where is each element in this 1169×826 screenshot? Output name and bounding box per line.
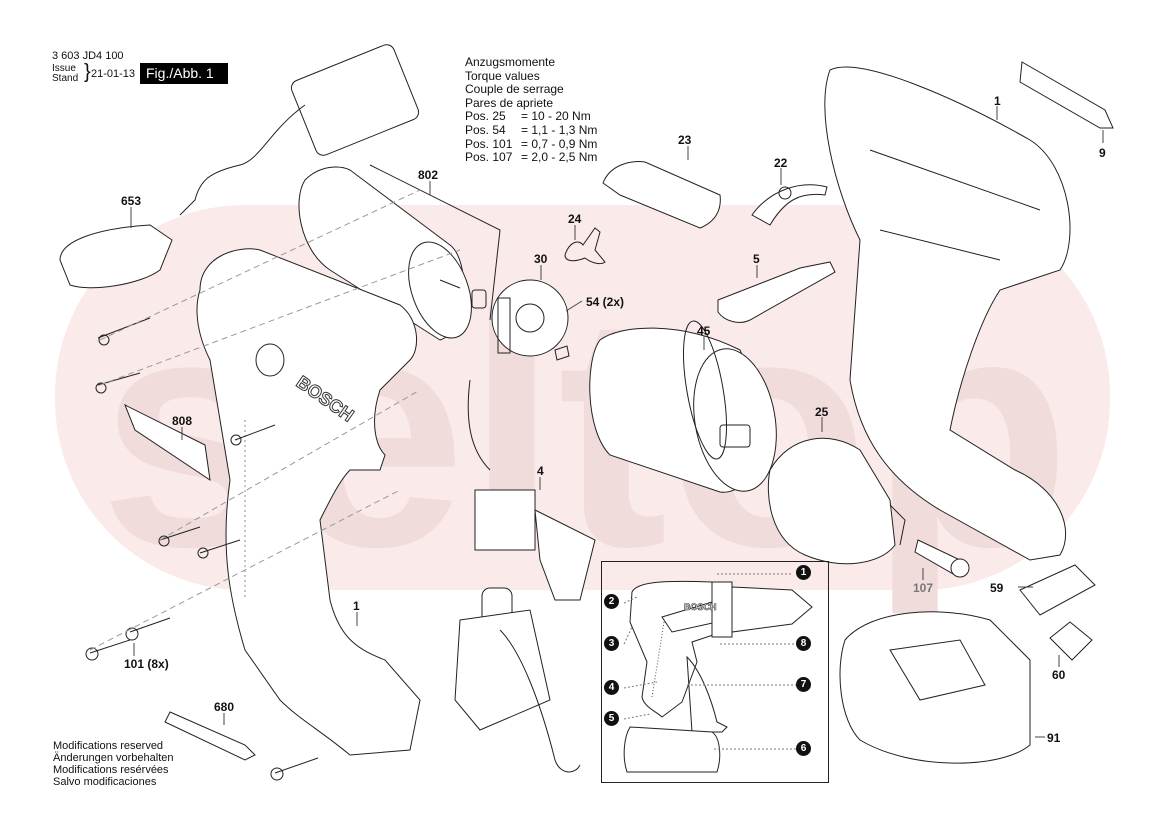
callout-4: 4	[604, 680, 619, 695]
clip-24	[565, 228, 605, 264]
gearbox-45	[590, 318, 787, 498]
issue-date: 21-01-13	[91, 68, 136, 80]
cover-23	[603, 162, 720, 228]
battery-91	[840, 612, 1030, 763]
callout-6: 6	[796, 741, 811, 756]
torque-value: = 1,1 - 1,3 Nm	[521, 122, 598, 137]
part-label-107: 107	[913, 581, 934, 595]
housing-left-half: BOSCH	[197, 249, 420, 755]
part-label-101: 101 (8x)	[124, 657, 169, 671]
motor-802	[299, 165, 500, 347]
note-fr: Modifications resérvées	[53, 764, 169, 776]
torque-row: Pos. 107 = 2,0 - 2,5 Nm	[465, 151, 597, 165]
part-label-5: 5	[753, 252, 760, 266]
modifications-notice: Modifications reserved Änderungen vorbeh…	[53, 740, 173, 788]
switch-4	[455, 380, 595, 772]
torque-position: Pos. 101	[465, 136, 513, 151]
part-label-24: 24	[568, 212, 582, 226]
part-label-30: 30	[534, 252, 548, 266]
part-label-60: 60	[1052, 668, 1066, 682]
torque-position: Pos. 54	[465, 122, 506, 137]
torque-title-de: Anzugsmomente	[465, 55, 556, 69]
part-label-1-bottom: 1	[353, 599, 360, 613]
callout-1: 1	[796, 565, 811, 580]
part-label-91: 91	[1047, 731, 1061, 745]
badge-22	[752, 185, 827, 225]
bit-680	[165, 712, 255, 760]
part-60	[1050, 622, 1092, 660]
part-label-22: 22	[774, 156, 788, 170]
torque-value: = 2,0 - 2,5 Nm	[521, 150, 598, 165]
torque-row: Pos. 101 = 0,7 - 0,9 Nm	[465, 136, 598, 152]
inset-brand: BOSCH	[684, 602, 717, 612]
assembled-tool-inset: BOSCH 1 2 3 4 5 6 7 8	[601, 561, 829, 783]
part-label-9: 9	[1099, 146, 1106, 160]
part-label-59: 59	[990, 581, 1004, 595]
part-label-653: 653	[121, 194, 142, 208]
label-9	[1020, 62, 1113, 128]
figure-label: Fig./Abb. 1	[140, 63, 228, 84]
stand-label: Stand	[52, 73, 79, 84]
part-label-802: 802	[418, 168, 439, 182]
part-label-4: 4	[537, 464, 544, 478]
callout-2: 2	[604, 594, 619, 609]
part-label-45: 45	[697, 324, 711, 338]
issue-stand-label: Issue Stand	[52, 64, 78, 84]
torque-row: Pos. 25 = 10 - 20 Nm	[465, 110, 597, 124]
callout-5: 5	[604, 711, 619, 726]
torque-row: Pos. 54 = 1,1 - 1,3 Nm	[465, 122, 598, 138]
document-number: 3 603 JD4 100	[52, 50, 124, 62]
slide-5	[718, 262, 835, 322]
assembled-drill-drawing: BOSCH	[623, 573, 813, 773]
note-en: Modifications reserved	[53, 740, 164, 752]
torque-title-en: Torque values	[465, 68, 540, 83]
torque-table: Anzugsmomente Torque values Couple de se…	[465, 55, 598, 165]
part-label-680: 680	[214, 700, 235, 714]
callout-3: 3	[604, 636, 619, 651]
torque-title-es: Pares de apriete	[465, 95, 554, 110]
torque-title-fr: Couple de serrage	[465, 82, 564, 97]
part-label-25: 25	[815, 405, 829, 419]
part-label-1-top: 1	[994, 94, 1001, 108]
note-es: Salvo modificaciones	[53, 776, 157, 788]
housing-logo	[256, 344, 284, 376]
screw-54	[555, 346, 569, 360]
charger-653	[60, 42, 421, 287]
clip-59	[1020, 565, 1095, 615]
callout-8: 8	[796, 636, 811, 651]
label-808	[125, 405, 210, 480]
torque-position: Pos. 25	[465, 109, 506, 124]
part-label-23: 23	[678, 133, 692, 147]
torque-value: = 10 - 20 Nm	[521, 109, 591, 124]
torque-value: = 0,7 - 0,9 Nm	[521, 136, 598, 151]
plate-30	[492, 280, 568, 356]
callout-7: 7	[796, 677, 811, 692]
part-label-808: 808	[172, 414, 193, 428]
issue-label: Issue	[52, 63, 76, 74]
housing-right-half	[825, 67, 1070, 560]
part-label-54: 54 (2x)	[586, 295, 625, 309]
note-de: Änderungen vorbehalten	[53, 752, 174, 764]
chuck-25	[768, 438, 905, 563]
leader-lines	[131, 106, 1103, 737]
screws-101	[86, 190, 460, 780]
brace: }	[84, 61, 91, 83]
torque-position: Pos. 107	[465, 150, 513, 165]
